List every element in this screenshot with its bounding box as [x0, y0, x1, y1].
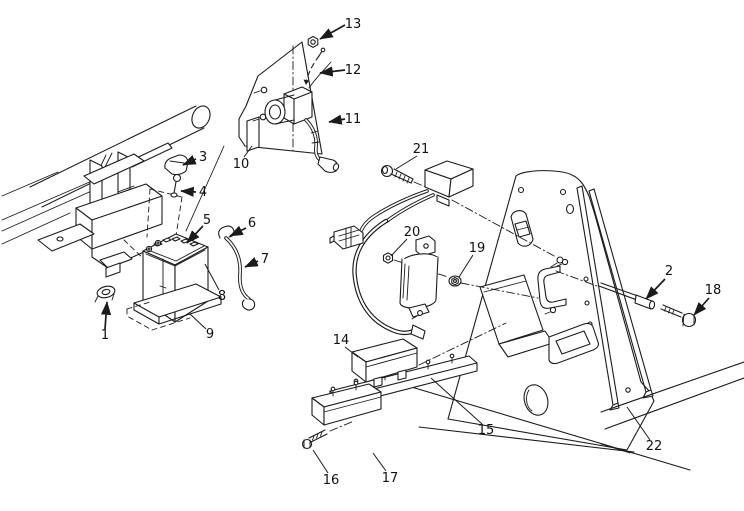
panel-bolt-hex — [660, 304, 697, 328]
callout-20-leader — [390, 238, 408, 257]
callout-15-leader — [430, 377, 483, 425]
harness-connector — [329, 225, 364, 250]
callout-15: 15 — [478, 423, 495, 438]
spark-plug-wire — [304, 118, 340, 174]
callout-21-leader — [395, 155, 418, 170]
callout-21: 21 — [413, 142, 430, 157]
callout-1-leader — [100, 301, 112, 330]
regulator-module — [311, 380, 382, 426]
lock-washer-nut — [448, 275, 462, 287]
callout-8-leader — [204, 263, 220, 291]
cdi-module — [351, 338, 418, 388]
callout-17-leader — [372, 452, 387, 472]
callout-8: 8 — [218, 289, 226, 304]
callout-22: 22 — [646, 439, 663, 454]
wiring-harness — [352, 189, 435, 340]
coil-nut — [307, 35, 319, 48]
callout-13: 13 — [345, 17, 362, 32]
callout-4: 4 — [199, 185, 207, 200]
callout-2: 2 — [665, 264, 673, 279]
callout-3: 3 — [199, 150, 207, 165]
regulator-bolt — [380, 164, 414, 184]
cable-clamp — [94, 285, 116, 303]
callout-10-leader — [243, 145, 253, 158]
callout-2-leader — [645, 278, 666, 300]
chassis-rails — [397, 361, 744, 471]
callout-12-leader — [319, 66, 346, 77]
module-bolt — [301, 429, 328, 450]
battery-tray — [126, 283, 222, 331]
ignition-coil-lower — [399, 235, 439, 320]
callout-11: 11 — [345, 112, 362, 127]
callout-6-leader — [229, 225, 247, 237]
callout-7-leader — [244, 257, 259, 268]
callout-5-leader — [186, 225, 204, 244]
voltage-regulator — [424, 160, 474, 207]
callout-11-leader — [328, 114, 346, 125]
callout-18: 18 — [705, 283, 722, 298]
callout-1: 1 — [101, 328, 109, 343]
callout-22-leader — [626, 406, 651, 441]
callout-16-leader — [312, 449, 329, 474]
assembly-axis-lines — [329, 181, 598, 432]
callout-9: 9 — [206, 327, 214, 342]
callout-3-leader — [182, 155, 197, 166]
callout-5: 5 — [203, 213, 211, 228]
callout-9-leader — [189, 313, 207, 330]
callout-19-leader — [458, 254, 474, 278]
callout-14-leader — [344, 346, 359, 358]
callout-10: 10 — [233, 157, 250, 172]
coil-ground-wire — [303, 47, 332, 89]
coil-mount-nut — [382, 252, 394, 264]
callout-13-leader — [319, 24, 346, 40]
callout-16: 16 — [323, 473, 340, 488]
callout-6: 6 — [248, 216, 256, 231]
battery-mount-bracket — [37, 151, 163, 278]
callout-19: 19 — [469, 241, 486, 256]
callout-20: 20 — [404, 225, 421, 240]
callout-18-leader — [693, 297, 710, 316]
callout-17: 17 — [382, 471, 399, 486]
terminal-bolt — [170, 173, 182, 198]
electrical-panel — [447, 170, 655, 451]
callout-4-leader — [180, 186, 197, 197]
callout-7: 7 — [261, 252, 269, 267]
callout-12: 12 — [345, 63, 362, 78]
callout-14: 14 — [333, 333, 350, 348]
ignition-coil-upper — [264, 86, 313, 125]
panel-bolt-long — [598, 282, 656, 310]
